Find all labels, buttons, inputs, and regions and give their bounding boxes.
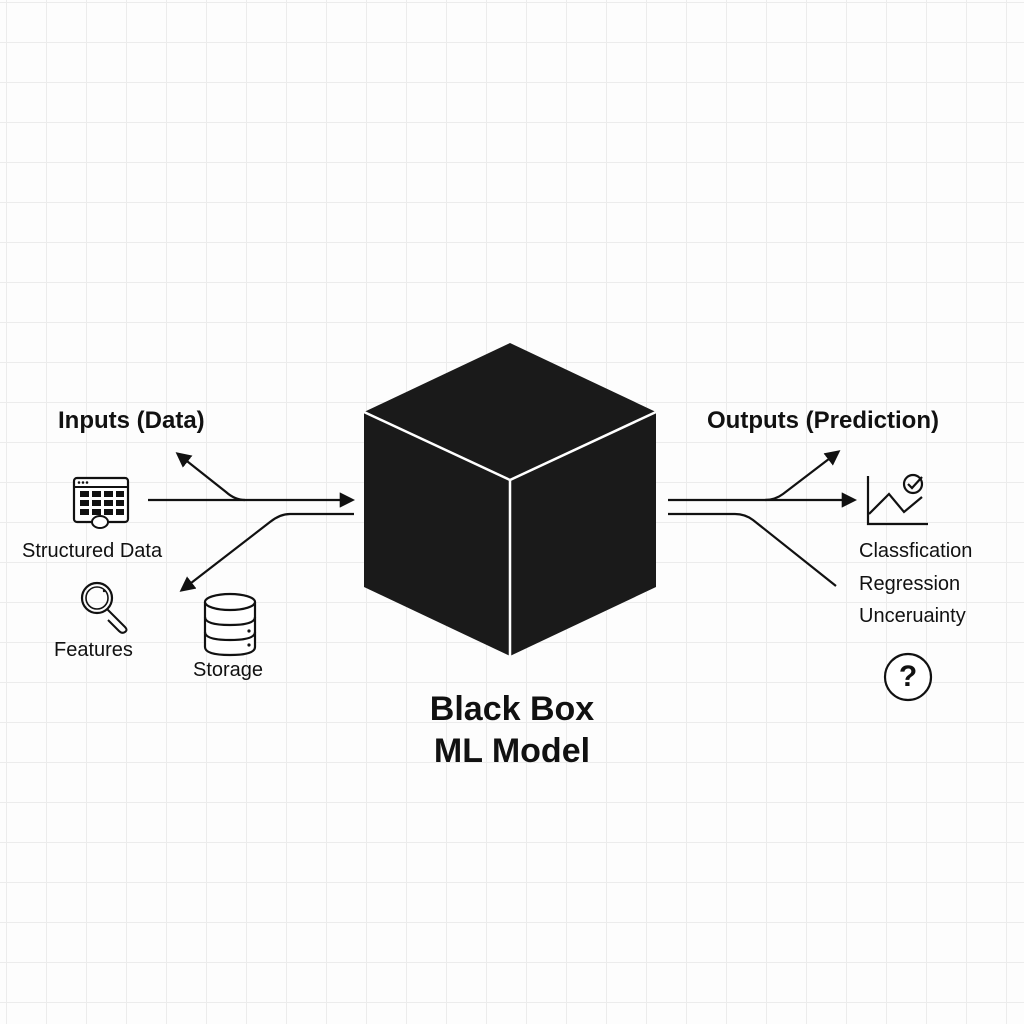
cube-icon	[363, 343, 657, 656]
input-label-storage: Storage	[193, 659, 264, 681]
output-label-classification: Classfication	[859, 540, 973, 562]
chart-check-icon	[866, 473, 928, 526]
table-icon	[72, 476, 130, 529]
input-arrows	[148, 452, 356, 592]
output-label-uncertainty: Unceruainty	[859, 605, 966, 627]
model-title: Black Box ML Model	[362, 688, 662, 772]
question-glyph: ?	[898, 660, 918, 693]
input-branch-up-arrow	[175, 452, 246, 502]
input-label-structured-data: Structured Data	[22, 540, 163, 562]
question-circle-icon	[883, 652, 933, 702]
output-branch-up-arrow	[764, 450, 841, 502]
model-title-line2: ML Model	[433, 732, 591, 770]
output-label-regression: Regression	[859, 573, 961, 595]
model-title-line1: Black Box	[429, 690, 595, 728]
output-arrows	[668, 450, 858, 587]
inputs-heading: Inputs (Data)	[58, 407, 205, 434]
database-icon	[203, 592, 257, 657]
magnifier-icon	[80, 581, 128, 634]
input-label-features: Features	[54, 639, 133, 661]
input-branch-down-arrow	[179, 512, 354, 592]
output-branch-down-line	[668, 512, 837, 587]
outputs-heading: Outputs (Prediction)	[707, 407, 939, 434]
